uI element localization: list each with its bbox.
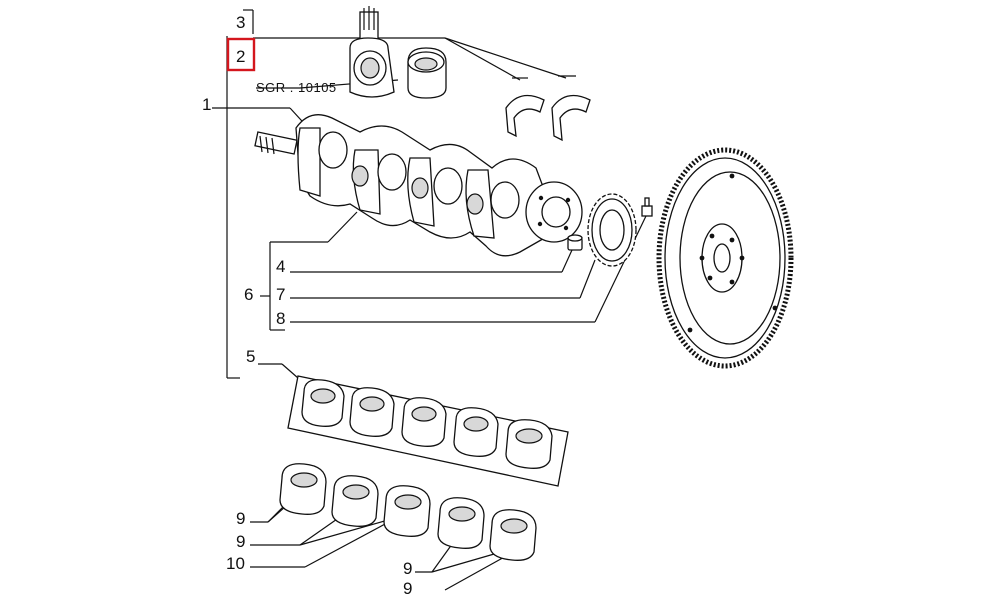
leader-lines [212, 9, 647, 591]
conrod-bearing-shell [331, 475, 379, 527]
pilot-bushing [567, 234, 583, 251]
callout-10[interactable]: 10 [226, 554, 245, 573]
main-bearing-set [287, 375, 569, 487]
main-bearing-shell [349, 387, 395, 437]
callout-8[interactable]: 8 [276, 309, 285, 328]
conrod-bearing-shells [279, 463, 537, 561]
conrod-bearing-shell [279, 463, 327, 515]
highlight-box [226, 37, 256, 72]
callout-6[interactable]: 6 [244, 285, 253, 304]
conrod-bearing-shell [383, 485, 431, 537]
callout-1[interactable]: 1 [202, 95, 211, 114]
callout-9-d[interactable]: 9 [403, 579, 412, 598]
callout-3[interactable]: 3 [236, 13, 245, 32]
callout-9-a[interactable]: 9 [236, 509, 245, 528]
conrod-bearing-shell [489, 509, 537, 561]
callout-5[interactable]: 5 [246, 347, 255, 366]
main-bearing-shell [505, 419, 553, 469]
tone-wheel [587, 193, 637, 267]
conrod-bearing-shell [407, 47, 447, 99]
reference-code: SGR . 10105 [256, 80, 337, 95]
main-bearing-shell [401, 397, 447, 447]
callout-7[interactable]: 7 [276, 285, 285, 304]
callout-9-b[interactable]: 9 [236, 532, 245, 551]
conrod-bearing-shell [437, 497, 485, 549]
crankshaft [254, 114, 583, 257]
flywheel [656, 147, 794, 369]
main-bearing-shell [301, 379, 345, 427]
callout-9-c[interactable]: 9 [403, 559, 412, 578]
flywheel-bolt [641, 197, 653, 217]
callout-2[interactable]: 2 [236, 47, 245, 66]
thrust-washer-pair [505, 75, 591, 142]
main-bearing-shell [453, 407, 499, 457]
callout-4[interactable]: 4 [276, 257, 285, 276]
connecting-rod [349, 6, 395, 98]
